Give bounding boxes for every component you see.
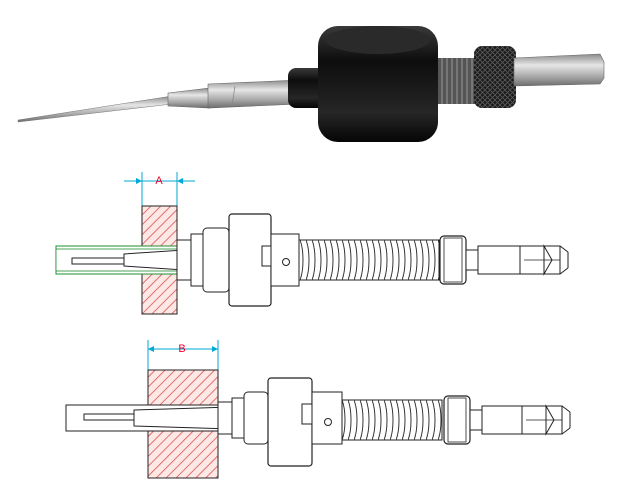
dimension-b-label: B [178,343,185,355]
diagram-b: B [65,340,571,479]
dimension-a: A [124,172,195,206]
tool-photo [17,26,605,142]
dimension-a-label: A [155,175,163,187]
diagram-a: A [55,172,569,315]
threaded-shaft-b [341,399,443,441]
dimension-b: B [147,340,219,370]
threaded-shaft-a [298,239,440,281]
